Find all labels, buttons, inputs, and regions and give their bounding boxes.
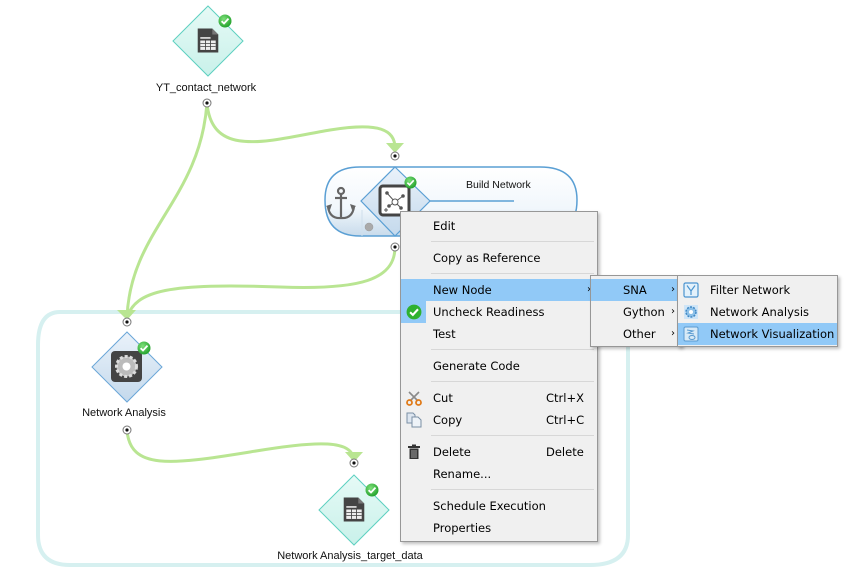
menu-item-network-visualization[interactable]: Network Visualization	[678, 323, 837, 345]
status-dot	[364, 222, 374, 232]
menu-item-shortcut: Ctrl+X	[546, 391, 584, 405]
ready-check-icon	[365, 483, 379, 497]
menu-item-label: Uncheck Readiness	[433, 305, 545, 319]
context-menu: Edit Copy as Reference New Node › Uncheck…	[400, 211, 598, 542]
edge-yt-na	[125, 102, 209, 319]
menu-item-network-analysis[interactable]: Network Analysis	[678, 301, 837, 323]
menu-item-sna[interactable]: SNA ›	[591, 279, 681, 301]
edge-arrows	[117, 143, 404, 462]
input-port	[349, 458, 359, 468]
check-circle-icon	[406, 304, 422, 320]
node-yt-contact-network[interactable]	[172, 5, 244, 108]
menu-item-uncheck-readiness[interactable]: Uncheck Readiness	[401, 301, 597, 323]
menu-item-copy[interactable]: Copy Ctrl+C	[401, 409, 597, 431]
ready-check-icon	[218, 14, 232, 28]
menu-item-label: Delete	[433, 445, 471, 459]
chevron-right-icon: ›	[671, 306, 675, 317]
arrow-head	[386, 143, 404, 153]
output-port	[122, 425, 132, 435]
menu-separator	[431, 349, 594, 350]
menu-item-label: Copy as Reference	[433, 251, 541, 265]
menu-separator	[431, 489, 594, 490]
anchor-icon	[326, 186, 356, 220]
menu-item-edit[interactable]: Edit	[401, 215, 597, 237]
menu-item-label: New Node	[433, 283, 492, 297]
new-node-submenu: SNA › Gython › Other ›	[590, 275, 682, 347]
scissors-icon	[406, 391, 422, 406]
menu-item-label: Network Analysis	[710, 305, 810, 319]
filter-network-icon	[683, 282, 699, 298]
menu-item-filter-network[interactable]: Filter Network	[678, 279, 837, 301]
node-network-analysis[interactable]	[91, 317, 163, 435]
network-build-icon	[378, 184, 411, 217]
network-visualization-icon	[683, 326, 699, 342]
node-label: Network Analysis	[82, 407, 166, 419]
ready-check-icon	[404, 176, 417, 189]
menu-item-label: Other	[623, 327, 656, 341]
output-port	[390, 242, 400, 252]
menu-item-other[interactable]: Other ›	[591, 323, 681, 345]
trash-icon	[408, 444, 420, 459]
edges	[125, 102, 397, 463]
network-analysis-icon	[684, 305, 698, 319]
menu-item-schedule-execution[interactable]: Schedule Execution	[401, 495, 597, 517]
edge-build-na	[125, 246, 397, 319]
gear-icon	[111, 351, 142, 382]
edge-na-target	[125, 429, 356, 463]
output-port	[202, 98, 212, 108]
menu-item-shortcut: Ctrl+C	[546, 413, 585, 427]
chevron-right-icon: ›	[671, 328, 675, 339]
menu-item-label: Network Visualization	[710, 327, 835, 341]
table-document-icon	[197, 28, 219, 53]
menu-item-label: Gython	[623, 305, 665, 319]
chevron-right-icon: ›	[587, 284, 591, 295]
menu-item-label: Schedule Execution	[433, 499, 546, 513]
input-port	[122, 317, 132, 327]
menu-separator	[431, 381, 594, 382]
node-label: YT_contact_network	[155, 82, 257, 94]
menu-item-shortcut: Delete	[546, 445, 584, 459]
arrow-head	[117, 310, 136, 320]
menu-item-copy-as-reference[interactable]: Copy as Reference	[401, 247, 597, 269]
menu-item-cut[interactable]: Cut Ctrl+X	[401, 387, 597, 409]
menu-item-label: SNA	[623, 283, 647, 297]
table-document-icon	[343, 497, 365, 522]
menu-item-label: Cut	[433, 391, 453, 405]
menu-item-label: Edit	[433, 219, 456, 233]
menu-item-gython[interactable]: Gython ›	[591, 301, 681, 323]
menu-item-test[interactable]: Test	[401, 323, 597, 345]
menu-item-generate-code[interactable]: Generate Code	[401, 355, 597, 377]
sna-submenu: Filter Network Network Analysis Network …	[677, 275, 838, 347]
menu-separator	[431, 241, 594, 242]
menu-item-label: Copy	[433, 413, 463, 427]
menu-item-label: Properties	[433, 521, 492, 535]
copy-icon	[406, 412, 422, 428]
menu-item-label: Rename...	[433, 467, 492, 481]
arrow-head	[345, 452, 363, 462]
input-port	[390, 151, 400, 161]
menu-separator	[431, 273, 594, 274]
menu-separator	[431, 435, 594, 436]
menu-item-label: Generate Code	[433, 359, 520, 373]
chevron-right-icon: ›	[671, 284, 675, 295]
node-label: Build Network	[466, 179, 531, 191]
node-network-analysis-target-data[interactable]	[318, 458, 390, 546]
menu-item-delete[interactable]: Delete Delete	[401, 441, 597, 463]
ready-check-icon	[137, 341, 151, 355]
menu-item-new-node[interactable]: New Node ›	[401, 279, 597, 301]
menu-item-label: Filter Network	[710, 283, 791, 297]
menu-item-properties[interactable]: Properties	[401, 517, 597, 539]
edge-yt-build	[205, 102, 397, 149]
menu-item-label: Test	[433, 327, 456, 341]
menu-item-rename[interactable]: Rename...	[401, 463, 597, 485]
node-label: Network Analysis_target_data	[277, 550, 423, 562]
